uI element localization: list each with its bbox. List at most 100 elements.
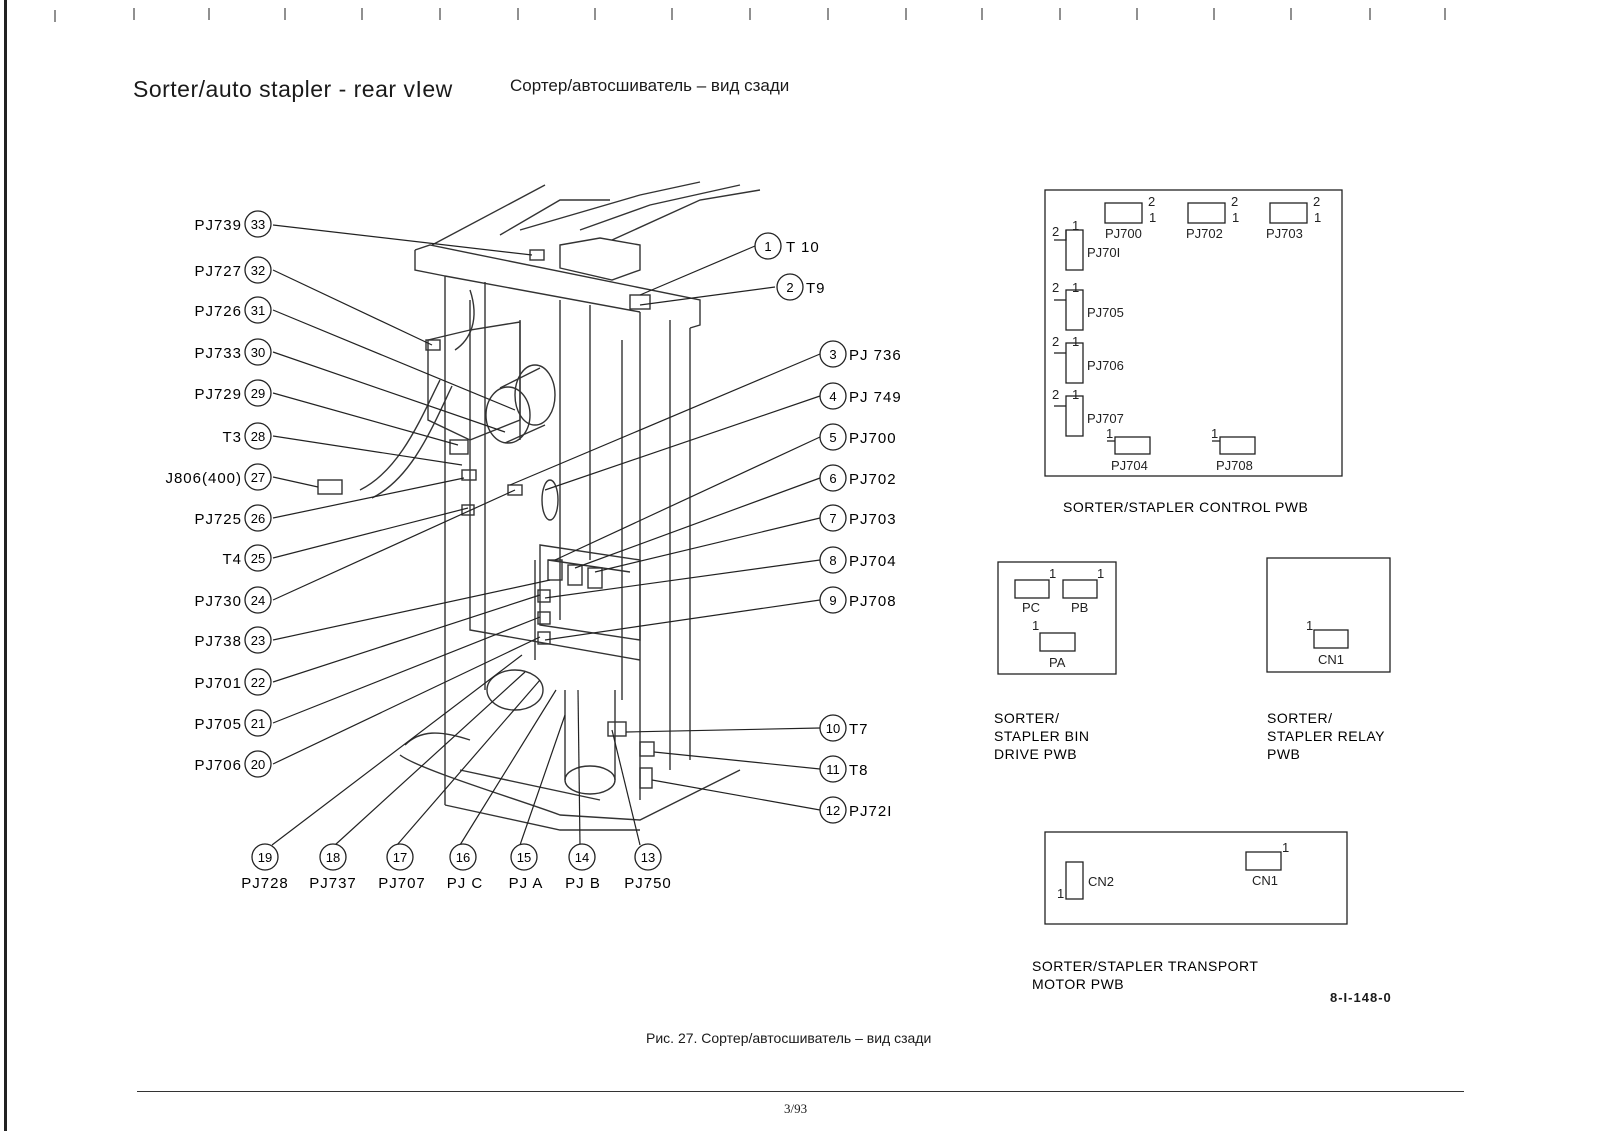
- callout-number: 3: [829, 347, 836, 362]
- callout-14: 14 PJ B: [565, 843, 601, 892]
- callout-2: 2 T9: [776, 273, 825, 301]
- svg-text:1: 1: [1049, 566, 1056, 581]
- svg-text:PJ708: PJ708: [1216, 458, 1253, 473]
- callout-number: 28: [251, 429, 265, 444]
- callout-label: T8: [849, 762, 869, 779]
- svg-text:PA: PA: [1049, 655, 1066, 670]
- footer-rule: [137, 1091, 1464, 1092]
- callout-label: PJ725: [194, 511, 242, 528]
- callout-label: T 10: [786, 239, 820, 256]
- svg-text:2: 2: [1052, 387, 1059, 402]
- callout-label: PJ707: [378, 875, 426, 892]
- callout-number: 23: [251, 633, 265, 648]
- callout-number: 19: [258, 850, 272, 865]
- transport-pwb-labels: CN2 CN1 1 1: [1057, 840, 1289, 901]
- connector-pj704: [1114, 436, 1151, 455]
- right-callouts: 1 T 10 2 T9 3 PJ 736 4 PJ 749 5 PJ700 6 …: [754, 232, 902, 824]
- callout-label: PJ726: [194, 303, 242, 320]
- callout-22: 22 PJ701: [194, 668, 272, 696]
- transport-caption-line-1: SORTER/STAPLER TRANSPORT: [1032, 958, 1258, 974]
- callout-label: PJ708: [849, 593, 897, 610]
- callout-number: 32: [251, 263, 265, 278]
- callout-11: 11 T8: [819, 755, 869, 783]
- bottom-callouts: 19 PJ728 18 PJ737 17 PJ707 16 PJ C 15 PJ…: [241, 843, 672, 892]
- callout-number: 29: [251, 386, 265, 401]
- callout-label: T3: [222, 429, 242, 446]
- sorter-rear-drawing: [317, 181, 761, 831]
- callout-label: PJ737: [309, 875, 357, 892]
- callout-label: PJ701: [194, 675, 242, 692]
- connector-pj706: [1065, 342, 1084, 384]
- callout-number: 9: [829, 593, 836, 608]
- connector-pj702: [1187, 202, 1226, 224]
- callout-label: PJ750: [624, 875, 672, 892]
- svg-text:1: 1: [1306, 618, 1313, 633]
- callout-9: 9 PJ708: [819, 586, 897, 614]
- connector-cn1: [1313, 629, 1349, 649]
- callout-25: 25 T4: [222, 544, 272, 572]
- svg-text:PJ70I: PJ70I: [1087, 245, 1120, 260]
- callout-number: 30: [251, 345, 265, 360]
- callout-label: PJ72I: [849, 803, 892, 820]
- svg-text:1: 1: [1149, 210, 1156, 225]
- callout-number: 16: [456, 850, 470, 865]
- callout-24: 24 PJ730: [194, 586, 272, 614]
- callout-label: PJ703: [849, 511, 897, 528]
- callout-16: 16 PJ C: [447, 843, 482, 892]
- callout-3: 3 PJ 736: [819, 340, 901, 368]
- callout-5: 5 PJ700: [819, 423, 896, 451]
- callout-label: PJ729: [194, 386, 242, 403]
- connector-pj703: [1269, 202, 1308, 224]
- callout-label: T7: [849, 721, 869, 738]
- callout-7: 7 PJ703: [819, 504, 897, 532]
- callout-number: 4: [829, 389, 836, 404]
- callout-13: 13 PJ750: [624, 843, 672, 892]
- callout-number: 7: [829, 511, 836, 526]
- callout-23: 23 PJ738: [194, 626, 272, 654]
- connector-cn2: [1065, 861, 1084, 900]
- bin-drive-caption-line-3: DRIVE PWB: [994, 746, 1077, 762]
- callout-label: PJ B: [565, 875, 601, 892]
- callout-19: 19 PJ728: [241, 843, 288, 892]
- callout-18: 18 PJ737: [309, 843, 357, 892]
- connector-pj700: [1104, 202, 1143, 224]
- svg-text:2: 2: [1052, 280, 1059, 295]
- svg-text:2: 2: [1148, 194, 1155, 209]
- svg-text:1: 1: [1282, 840, 1289, 855]
- svg-text:1: 1: [1314, 210, 1321, 225]
- callout-number: 26: [251, 511, 265, 526]
- svg-text:PJ705: PJ705: [1087, 305, 1124, 320]
- callout-number: 2: [786, 280, 793, 295]
- callout-28: 28 T3: [222, 422, 272, 450]
- svg-text:PB: PB: [1071, 600, 1088, 615]
- callout-15: 15 PJ A: [509, 843, 542, 892]
- page-number: 3/93: [784, 1101, 808, 1116]
- scan-tick-marks: [54, 8, 1446, 22]
- bin-drive-pwb: [997, 561, 1117, 675]
- callout-label: PJ706: [194, 757, 242, 774]
- connector-pj705: [1065, 289, 1084, 331]
- svg-text:PJ706: PJ706: [1087, 358, 1124, 373]
- connector-pj708: [1219, 436, 1256, 455]
- callout-10: 10 T7: [819, 714, 869, 742]
- callout-label: PJ 749: [849, 389, 902, 406]
- left-callouts: 33 PJ739 32 PJ727 31 PJ726 30 PJ733 29 P…: [165, 210, 272, 778]
- control-pwb: [1044, 189, 1343, 477]
- callout-label: PJ739: [194, 217, 242, 234]
- callout-27: 27 J806(400): [165, 463, 272, 491]
- connector-cn1: [1245, 851, 1282, 871]
- callout-number: 6: [829, 471, 836, 486]
- relay-caption-line-3: PWB: [1267, 746, 1300, 762]
- callout-label: PJ733: [194, 345, 242, 362]
- svg-text:1: 1: [1106, 426, 1113, 441]
- bin-drive-pwb-labels: PC PB PA 1 1 1: [1022, 566, 1104, 670]
- callout-33: 33 PJ739: [194, 210, 272, 238]
- svg-text:1: 1: [1232, 210, 1239, 225]
- connector-pa: [1039, 632, 1076, 652]
- callout-label: PJ730: [194, 593, 242, 610]
- svg-text:CN2: CN2: [1088, 874, 1114, 889]
- transport-caption-line-2: MOTOR PWB: [1032, 976, 1124, 992]
- control-pwb-labels: PJ700 PJ702 PJ703 PJ70I PJ705 PJ706 PJ70…: [1052, 194, 1321, 473]
- connector-pj707: [1065, 395, 1084, 437]
- leader-lines: [271, 224, 821, 846]
